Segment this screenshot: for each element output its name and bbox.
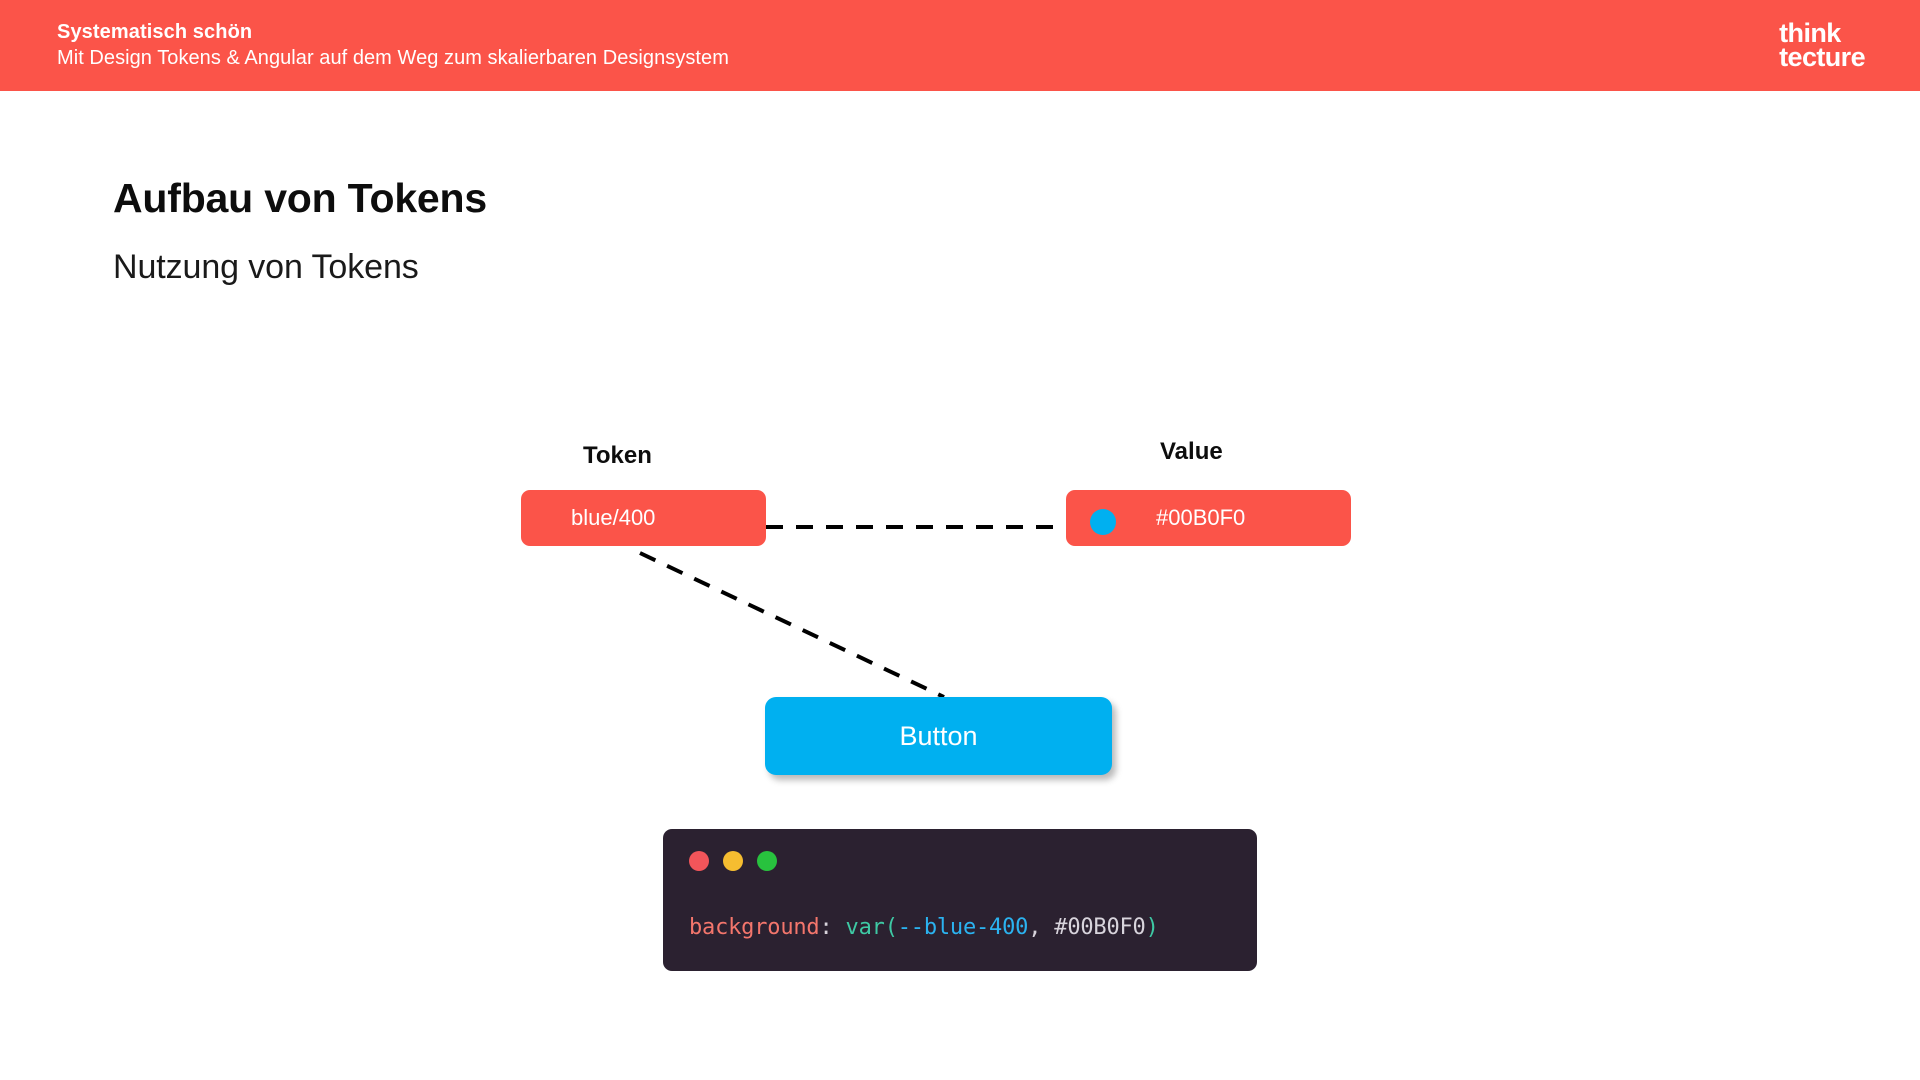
token-chip[interactable]: blue/400 (521, 490, 766, 546)
code-token-open-paren: ( (884, 915, 898, 940)
code-token-property: background (689, 915, 820, 940)
minimize-icon[interactable] (723, 851, 743, 871)
connector-token-to-button (639, 551, 945, 699)
code-token-fallback: #00B0F0 (1054, 915, 1146, 940)
code-token-variable: --blue-400 (897, 915, 1029, 940)
demo-button[interactable]: Button (765, 697, 1112, 775)
header-title: Systematisch schön (57, 20, 253, 43)
code-token-comma: , (1028, 915, 1055, 940)
header-subtitle: Mit Design Tokens & Angular auf dem Weg … (57, 46, 729, 69)
value-column-label: Value (1160, 438, 1223, 465)
code-line: background: var(--blue-400, #00B0F0) (689, 915, 1231, 940)
thinktecture-logo: think tecture (1779, 18, 1865, 72)
window-traffic-lights (689, 851, 1231, 871)
code-token-colon: : (819, 915, 846, 940)
slide-header: Systematisch schön Mit Design Tokens & A… (0, 0, 1920, 91)
token-chip-label: blue/400 (571, 505, 656, 530)
value-chip[interactable]: #00B0F0 (1066, 490, 1351, 546)
header-title-group: Systematisch schön Mit Design Tokens & A… (57, 21, 729, 70)
code-token-function: var (845, 915, 885, 940)
value-chip-label: #00B0F0 (1156, 505, 1246, 530)
page-subtitle: Nutzung von Tokens (113, 248, 419, 286)
color-swatch-icon (1090, 509, 1116, 535)
page-title: Aufbau von Tokens (113, 175, 487, 221)
close-icon[interactable] (689, 851, 709, 871)
code-window: background: var(--blue-400, #00B0F0) (663, 829, 1257, 971)
token-column-label: Token (583, 442, 652, 469)
maximize-icon[interactable] (757, 851, 777, 871)
logo-line-1: think (1779, 18, 1841, 49)
code-token-close-paren: ) (1145, 915, 1159, 940)
logo-line-2: tecture (1779, 41, 1865, 72)
